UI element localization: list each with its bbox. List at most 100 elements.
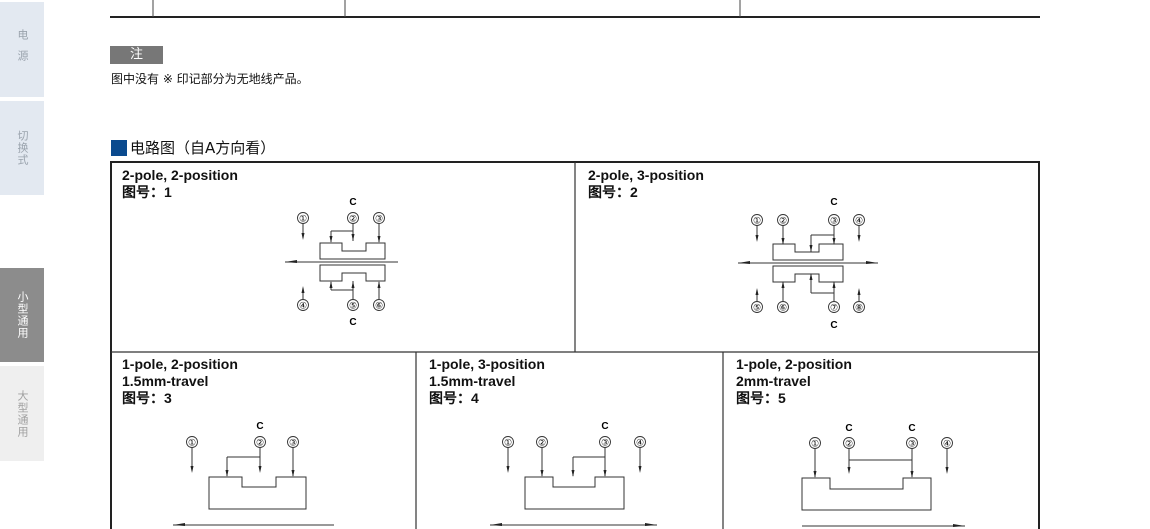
terminal-label: ① xyxy=(299,214,307,224)
arrow-head xyxy=(329,236,333,243)
terminal-circle xyxy=(906,437,918,449)
terminal-label: ③ xyxy=(375,214,383,224)
terminal-label: ① xyxy=(504,438,512,448)
terminal-label: ④ xyxy=(943,439,951,449)
common-label: C xyxy=(256,421,263,432)
arrow-head xyxy=(506,466,510,473)
common-label: C xyxy=(349,317,356,328)
arrow-head xyxy=(847,467,851,474)
terminal-label: ① xyxy=(811,439,819,449)
terminal-circle xyxy=(777,214,789,226)
arrow-head xyxy=(755,288,759,295)
arrow-head xyxy=(291,470,295,477)
terminal-label: ② xyxy=(538,438,546,448)
common-label: C xyxy=(830,320,837,331)
arrow-head xyxy=(603,470,607,477)
arrow-head xyxy=(945,467,949,474)
arrow-head xyxy=(377,281,381,288)
terminal-circle xyxy=(373,299,385,311)
terminal-label: ④ xyxy=(855,216,863,226)
terminal-circle xyxy=(502,436,514,448)
terminal-circle xyxy=(297,299,309,311)
sidebar-tab-power[interactable]: 电源 xyxy=(0,2,44,97)
terminal-circle xyxy=(186,436,198,448)
note-badge: 注 xyxy=(110,46,163,64)
terminal-label: ① xyxy=(188,438,196,448)
arrow-head xyxy=(832,281,836,288)
section-title: 电路图（自A方向看） xyxy=(130,139,276,157)
terminal-circle xyxy=(941,437,953,449)
terminal-label: ① xyxy=(753,216,761,226)
terminal-circle xyxy=(751,214,763,226)
arrow-right-icon xyxy=(953,524,965,527)
arrow-head xyxy=(351,281,355,288)
terminal-label: ③ xyxy=(830,216,838,226)
arrow-head xyxy=(755,235,759,242)
common-label: C xyxy=(845,423,852,434)
terminal-circle xyxy=(751,301,763,313)
arrow-head xyxy=(809,245,813,252)
arrow-head xyxy=(910,471,914,478)
terminal-circle xyxy=(347,299,359,311)
terminal-circle xyxy=(373,212,385,224)
arrow-head xyxy=(190,466,194,473)
terminal-circle xyxy=(828,301,840,313)
arrow-head xyxy=(781,281,785,288)
sidebar-tab-switching[interactable]: 切换式 xyxy=(0,101,44,195)
terminal-circle xyxy=(599,436,611,448)
terminal-label: ③ xyxy=(289,438,297,448)
arrow-head xyxy=(857,235,861,242)
section-heading: 电路图（自A方向看） xyxy=(111,137,275,158)
terminal-circle xyxy=(853,301,865,313)
terminal-circle xyxy=(347,212,359,224)
arrow-left-icon xyxy=(173,523,185,526)
note-text: 图中没有 ※ 印记部分为无地线产品。 xyxy=(111,72,309,86)
terminal-label: ③ xyxy=(908,439,916,449)
sidebar-tab-small-general[interactable]: 小型通用 xyxy=(0,268,44,362)
terminal-circle xyxy=(843,437,855,449)
arrow-head xyxy=(832,238,836,245)
arrow-head xyxy=(813,471,817,478)
terminal-circle xyxy=(287,436,299,448)
common-label: C xyxy=(601,421,608,432)
contact-block xyxy=(801,477,932,511)
contact-block xyxy=(319,264,386,282)
terminal-label: ⑧ xyxy=(855,303,863,313)
contact-block xyxy=(772,243,844,261)
arrow-head xyxy=(781,238,785,245)
common-label: C xyxy=(908,423,915,434)
terminal-label: ③ xyxy=(601,438,609,448)
arrow-right-icon xyxy=(645,523,657,526)
terminal-label: ⑥ xyxy=(779,303,787,313)
terminal-circle xyxy=(297,212,309,224)
terminal-circle xyxy=(536,436,548,448)
arrow-head xyxy=(351,234,355,241)
terminal-label: ⑦ xyxy=(830,303,838,313)
arrow-head xyxy=(258,466,262,473)
arrow-head xyxy=(571,470,575,477)
arrow-left-icon xyxy=(490,523,502,526)
terminal-label: ⑤ xyxy=(349,301,357,311)
arrow-head xyxy=(301,233,305,240)
arrow-right-icon xyxy=(866,261,878,264)
arrow-head xyxy=(540,470,544,477)
contact-block xyxy=(524,476,625,510)
terminal-label: ② xyxy=(779,216,787,226)
terminal-label: ⑤ xyxy=(753,303,761,313)
arrow-head xyxy=(301,286,305,293)
sidebar-tab-large-general[interactable]: 大型通用 xyxy=(0,366,44,461)
arrow-head xyxy=(857,288,861,295)
heading-square-icon xyxy=(111,139,127,156)
arrow-left-icon xyxy=(738,261,750,264)
contact-block xyxy=(208,476,307,510)
terminal-circle xyxy=(809,437,821,449)
arrow-head xyxy=(377,236,381,243)
terminal-label: ④ xyxy=(636,438,644,448)
terminal-label: ④ xyxy=(299,301,307,311)
terminal-label: ② xyxy=(845,439,853,449)
common-label: C xyxy=(349,197,356,208)
arrow-head xyxy=(225,470,229,477)
